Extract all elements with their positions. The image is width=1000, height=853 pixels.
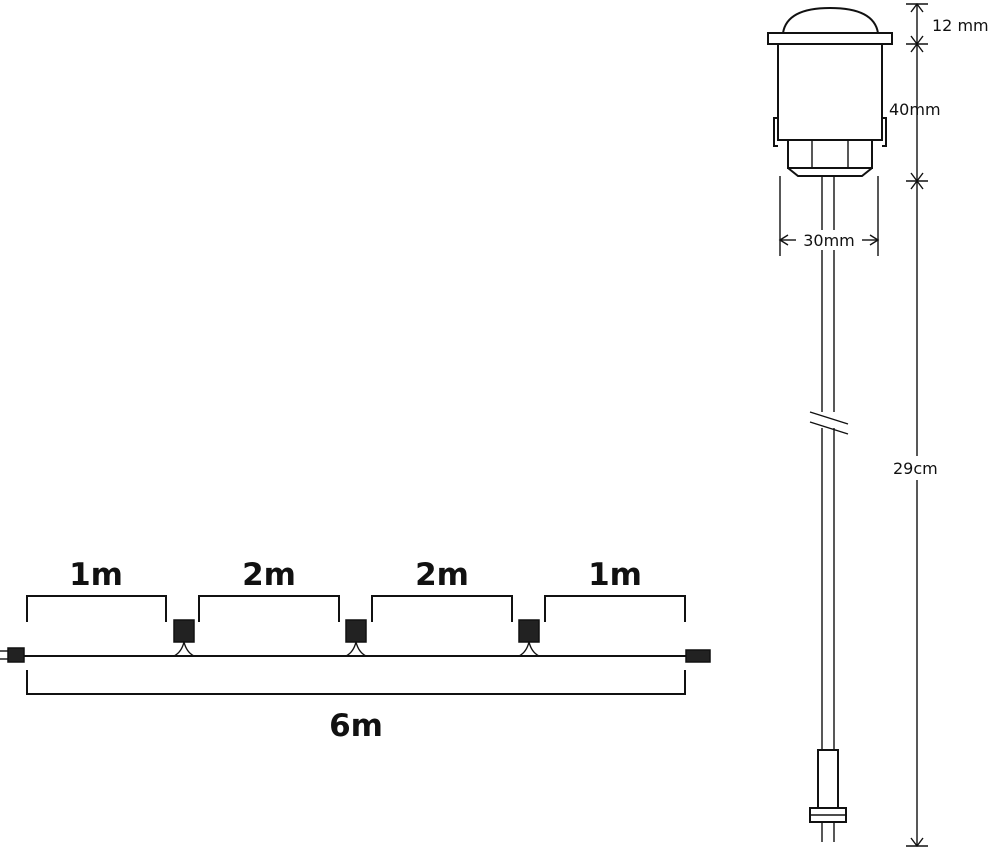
segment-label-1: 1m	[69, 557, 123, 593]
segment-label-2: 2m	[242, 557, 296, 593]
segment-label-3: 2m	[415, 557, 469, 593]
fixture-nut	[787, 139, 873, 177]
fixture-flange	[767, 32, 893, 45]
segment-bracket-1	[26, 595, 167, 622]
splitter-connector-3	[518, 619, 540, 657]
segment-bracket-4	[544, 595, 686, 622]
splitter-connector-2	[345, 619, 367, 657]
total-length-label: 6m	[329, 708, 383, 744]
cable-break-mark	[809, 411, 849, 435]
fixture-dome	[782, 6, 879, 34]
light-fixture: 12 mm 40mm 29cm 30mm	[767, 2, 989, 848]
segment-label-4: 1m	[588, 557, 642, 593]
height-dimension-line	[906, 2, 928, 848]
diameter-label: 30mm	[803, 231, 855, 250]
fixture-body	[777, 43, 883, 141]
string-light-layout: 1m 2m 2m 1m 6m	[0, 557, 711, 744]
splitter-connector-1	[173, 619, 195, 657]
fixture-clip-right	[882, 117, 887, 147]
diameter-dimension-line	[778, 176, 880, 256]
fixture-clip-left	[773, 117, 778, 147]
body-height-label: 40mm	[889, 100, 941, 119]
cable-length-label: 29cm	[893, 459, 938, 478]
segment-bracket-2	[198, 595, 340, 622]
segment-bracket-3	[371, 595, 513, 622]
input-plug	[0, 647, 25, 663]
cap-height-label: 12 mm	[932, 16, 989, 35]
total-length-bracket	[26, 670, 686, 695]
end-connector	[685, 649, 711, 663]
fixture-terminal	[809, 749, 847, 842]
